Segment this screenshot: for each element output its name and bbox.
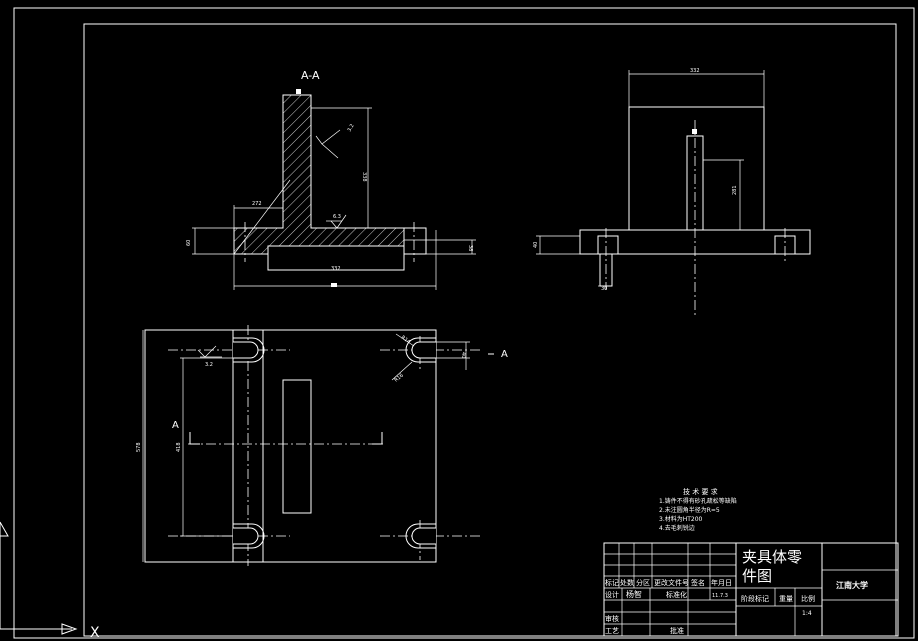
dim-plan-inner: 418 — [176, 442, 182, 452]
side-view: 332 281 40 30 — [533, 68, 811, 318]
view-marker-right: A — [501, 349, 508, 360]
dim-plan-r: R14 — [400, 335, 412, 346]
dim-plan-r2: R16 — [393, 373, 404, 384]
tb-craft-label: 工艺 — [605, 627, 619, 635]
tech-item-3: 3.材料为HT200 — [659, 515, 703, 523]
tech-title: 技 术 要 求 — [683, 487, 718, 496]
dim-sec-right-h: 38 — [467, 245, 473, 251]
tb-part-name-1: 夹具体零 — [742, 548, 802, 566]
tb-h-sign: 签名 — [691, 578, 705, 587]
tb-std-label: 标准化 — [666, 590, 687, 599]
tech-item-4: 4.去毛刺锐边 — [659, 524, 695, 532]
tb-approve-label: 批准 — [670, 626, 684, 635]
rough-sec: 6.3 — [333, 214, 341, 220]
dim-sec-flange-h: 60 — [186, 240, 192, 246]
dim-side-foot: 30 — [601, 286, 607, 292]
tb-h-date: 年月日 — [711, 578, 732, 587]
tb-scale: 1:4 — [802, 610, 812, 617]
rough-plan: 3.2 — [205, 362, 213, 368]
view-marker-left: A — [172, 420, 179, 431]
dim-sec-base-w: 332 — [331, 266, 341, 272]
tb-h-zone: 分区 — [636, 578, 650, 587]
tb-designer-label: 设计 — [605, 590, 619, 599]
tb-school: 江南大学 — [836, 580, 868, 590]
dim-sec-height: 338 — [361, 172, 367, 182]
section-view-a-a: A-A 338 272 60 332 3 — [186, 69, 476, 290]
drawing-frame — [13, 7, 915, 639]
tb-date: 11.7.3 — [712, 593, 728, 599]
dim-side-top-w: 332 — [690, 68, 700, 74]
tech-requirements: 技 术 要 求 1.铸件不得有砂孔疏松等缺陷 2.未注圆角半径为R=5 3.材料… — [659, 487, 737, 532]
tech-item-2: 2.未注圆角半径为R=5 — [659, 506, 720, 514]
tb-h-mark: 标记 — [605, 578, 619, 587]
tech-item-1: 1.铸件不得有砂孔疏松等缺陷 — [659, 497, 737, 505]
dim-sec-top-w: 272 — [252, 201, 262, 207]
tb-stage-label: 阶段标记 — [741, 594, 769, 603]
title-block: 标记 处数 分区 更改文件号 签名 年月日 设计 杨智 标准化 11.7.3 审… — [603, 542, 899, 637]
dim-plan-slot: 40 — [460, 352, 466, 358]
tb-h-count: 处数 — [620, 578, 634, 587]
rough-sec-2: 3.2 — [347, 123, 356, 133]
dim-side-h: 281 — [732, 185, 738, 195]
tb-part-name-2: 件图 — [742, 567, 772, 585]
tb-scale-label: 比例 — [801, 594, 815, 603]
ucs-icon: X — [0, 521, 100, 641]
tb-designer: 杨智 — [626, 589, 642, 599]
ucs-x-label: X — [90, 625, 100, 641]
plan-view: 578 418 40 R14 R16 3.2 A A — [136, 325, 508, 566]
tb-weight-label: 重量 — [779, 595, 793, 603]
dim-plan-height: 578 — [136, 442, 142, 452]
tb-h-doc: 更改文件号 — [654, 578, 689, 587]
tb-review-label: 审核 — [605, 614, 619, 623]
section-label: A-A — [301, 69, 320, 82]
dim-side-base-h: 40 — [533, 242, 539, 248]
